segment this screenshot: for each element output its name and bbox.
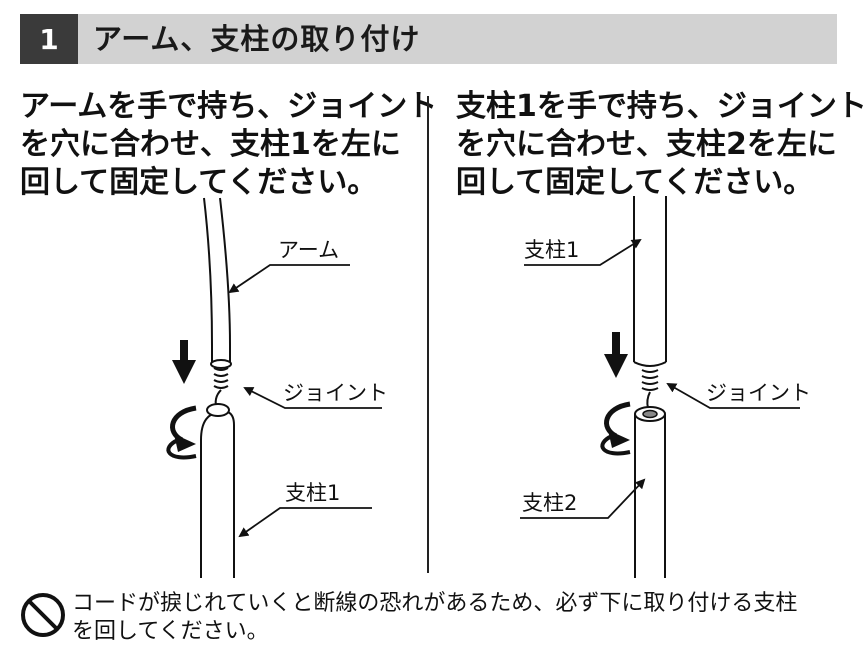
label-arm: アーム <box>278 238 340 262</box>
pole2-leader-line <box>520 478 646 519</box>
prohibition-icon <box>21 593 65 637</box>
step-title: アーム、支柱の取り付け <box>93 22 421 56</box>
instruction-line: 回して固定してください。 <box>456 165 814 200</box>
warning-text: コードが捩じれていくと断線の恐れがあるため、必ず下に取り付ける支柱 を回してくだ… <box>72 590 797 646</box>
instruction-line: を穴に合わせ、支柱2を左に <box>456 127 837 162</box>
label-joint-right: ジョイント <box>706 381 811 405</box>
pole-leader-line <box>238 507 372 538</box>
rotate-left-icon <box>166 405 197 460</box>
step-header <box>20 14 837 64</box>
arm-leader-line <box>228 264 350 294</box>
joint-leader-line-right <box>666 383 800 409</box>
warning-line: を回してください。 <box>72 619 269 644</box>
pole-1-illustration-right <box>633 196 667 367</box>
panel-divider <box>427 96 429 573</box>
instruction-line: 回して固定してください。 <box>20 165 378 200</box>
down-arrow-icon <box>172 340 196 384</box>
label-pole-2: 支柱2 <box>522 491 578 515</box>
instruction-line: アームを手で持ち、ジョイント <box>20 89 438 124</box>
step-number: 1 <box>20 14 78 64</box>
instruction-line: 支柱1を手で持ち、ジョイント <box>456 89 867 124</box>
instruction-line: を穴に合わせ、支柱1を左に <box>20 127 401 162</box>
rotate-left-icon-right <box>600 401 631 456</box>
pole-1-illustration <box>200 403 235 578</box>
joint-leader-line <box>243 387 382 409</box>
label-joint: ジョイント <box>283 381 388 405</box>
label-pole-1-right: 支柱1 <box>524 238 580 262</box>
assembly-illustration <box>166 196 800 578</box>
pole-2-illustration <box>634 406 666 578</box>
arm-illustration <box>203 197 232 369</box>
warning-line: コードが捩じれていくと断線の恐れがあるため、必ず下に取り付ける支柱 <box>72 591 798 616</box>
joint-spring-icon-right <box>641 369 659 409</box>
left-instruction: アームを手で持ち、ジョイント を穴に合わせ、支柱1を左に 回して固定してください… <box>20 88 437 202</box>
pole1-leader-line <box>524 238 642 266</box>
right-instruction: 支柱1を手で持ち、ジョイント を穴に合わせ、支柱2を左に 回して固定してください… <box>456 88 867 202</box>
down-arrow-icon-right <box>604 332 628 378</box>
label-pole-1: 支柱1 <box>285 481 341 505</box>
